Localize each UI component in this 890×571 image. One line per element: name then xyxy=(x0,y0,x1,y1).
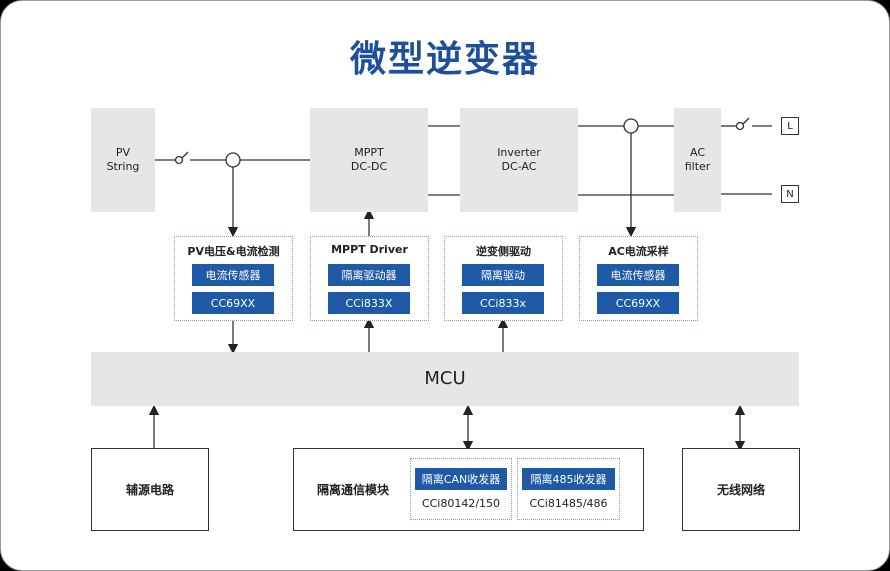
aux-power-label: 辅源电路 xyxy=(125,483,174,497)
pv-string-label: PV String xyxy=(106,146,140,173)
pv-string-block: PV String xyxy=(91,108,155,212)
mcu-label: MCU xyxy=(424,368,466,389)
rs485-function: 隔离485收发器 xyxy=(522,468,615,490)
rs485-part: CCi81485/486 xyxy=(529,497,608,510)
module-function: 电流传感器 xyxy=(192,264,274,286)
module-part: CCi833X xyxy=(328,292,410,314)
mppt-dcdc-block: MPPT DC-DC xyxy=(310,108,428,212)
module-title: PV电压&电流检测 xyxy=(187,245,280,258)
module-part: CCi833x xyxy=(462,292,544,314)
aux-power-block: 辅源电路 xyxy=(91,448,209,531)
pv-current-sensor-icon xyxy=(225,152,241,168)
ac-switch-icon xyxy=(735,121,745,131)
module-ac-sense: AC电流采样 电流传感器 CC69XX xyxy=(579,236,698,321)
inverter-block: Inverter DC-AC xyxy=(460,108,578,212)
pv-switch-icon xyxy=(174,155,184,165)
module-part: CC69XX xyxy=(597,292,679,314)
ac-filter-label: AC filter xyxy=(684,146,711,173)
module-title: 逆变侧驱动 xyxy=(476,245,531,258)
can-transceiver: 隔离CAN收发器 CCi80142/150 xyxy=(410,458,512,520)
can-part: CCi80142/150 xyxy=(421,497,501,510)
terminal-l: L xyxy=(781,117,799,135)
wireless-block: 无线网络 xyxy=(682,448,800,531)
pv-switch-blade xyxy=(181,151,189,159)
diagram-title: 微型逆变器 xyxy=(349,39,540,80)
module-function: 电流传感器 xyxy=(597,264,679,286)
module-function: 隔离驱动 xyxy=(462,264,544,286)
wireless-label: 无线网络 xyxy=(716,483,765,497)
ac-current-sensor-icon xyxy=(623,118,639,134)
mppt-label: MPPT DC-DC xyxy=(350,146,388,173)
module-function: 隔离驱动器 xyxy=(328,264,410,286)
rs485-transceiver: 隔离485收发器 CCi81485/486 xyxy=(517,458,620,520)
module-part: CC69XX xyxy=(192,292,274,314)
inverter-label: Inverter DC-AC xyxy=(497,146,541,173)
module-pv-sense: PV电压&电流检测 电流传感器 CC69XX xyxy=(174,236,293,321)
terminal-n: N xyxy=(781,185,799,203)
module-inverter-driver: 逆变侧驱动 隔离驱动 CCi833x xyxy=(444,236,563,321)
can-function: 隔离CAN收发器 xyxy=(415,468,507,490)
comm-module-label: 隔离通信模块 xyxy=(317,483,390,497)
mcu-block: MCU xyxy=(91,352,799,406)
module-title: AC电流采样 xyxy=(608,245,669,258)
module-title: MPPT Driver xyxy=(331,243,408,256)
ac-filter-block: AC filter xyxy=(674,108,721,212)
module-mppt-driver: MPPT Driver 隔离驱动器 CCi833X xyxy=(310,236,429,321)
